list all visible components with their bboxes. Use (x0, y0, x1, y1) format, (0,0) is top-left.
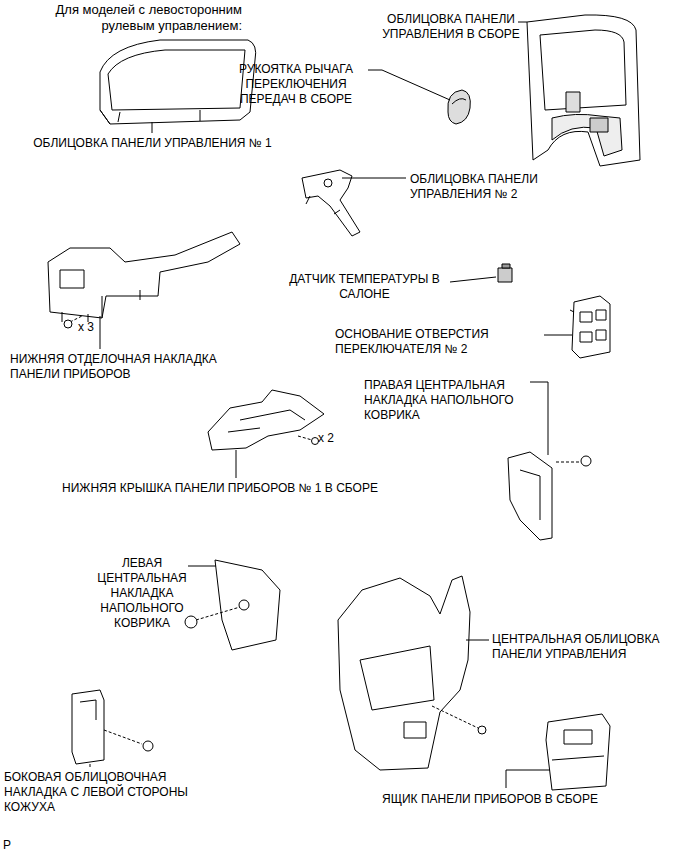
heading-note: Для моделей с левосторонним рулевым упра… (2, 2, 242, 34)
leader-line (466, 640, 489, 641)
callout-number: x 2 (318, 431, 348, 446)
part-name: ОБЛИЦОВКА ПАНЕЛИ УПРАВЛЕНИЯ № 2 (410, 172, 560, 202)
switch-base (570, 296, 610, 358)
leader-line (152, 122, 153, 133)
lower-finish-panel (48, 232, 240, 322)
part-name: ОБЛИЦОВКА ПАНЕЛИ УПРАВЛЕНИЯ № 1 (10, 136, 295, 151)
part-name: ЦЕНТРАЛЬНАЯ ОБЛИЦОВКА ПАНЕЛИ УПРАВЛЕНИЯ (492, 632, 672, 662)
leader-line (368, 70, 450, 100)
callout-number: P (3, 838, 23, 853)
leader-line (342, 178, 406, 179)
leader-line (90, 764, 91, 767)
part-name: НИЖНЯЯ КРЫШКА ПАНЕЛИ ПРИБОРОВ № 1 В СБОР… (40, 481, 400, 496)
leader-line (236, 450, 237, 478)
leader-line (506, 770, 550, 788)
leader-line (450, 277, 496, 282)
part-name: ЯЩИК ПАНЕЛИ ПРИБОРОВ В СБОРЕ (360, 792, 620, 807)
part-name: ПРАВАЯ ЦЕНТРАЛЬНАЯ НАКЛАДКА НАПОЛЬНОГО К… (364, 378, 529, 423)
lower-cover (208, 390, 324, 450)
panel-box (546, 714, 610, 790)
part-name: ОСНОВАНИЕ ОТВЕРСТИЯ ПЕРЕКЛЮЧАТЕЛЯ № 2 (335, 327, 515, 357)
leader-line (544, 335, 572, 336)
leader-line (100, 316, 101, 349)
leader-line (530, 382, 548, 455)
part-name: ЛЕВАЯ ЦЕНТРАЛЬНАЯ НАКЛАДКА НАПОЛЬНОГО КО… (92, 556, 192, 631)
part-name: НИЖНЯЯ ОТДЕЛОЧНАЯ НАКЛАДКА ПАНЕЛИ ПРИБОР… (10, 352, 250, 382)
shift-knob (448, 90, 471, 124)
panel-assembly (527, 15, 640, 166)
part-name: ОБЛИЦОВКА ПАНЕЛИ УПРАВЛЕНИЯ В СБОРЕ (376, 12, 526, 42)
part-name: ДАТЧИК ТЕМПЕРАТУРЫ В САЛОНЕ (282, 272, 447, 302)
leader-line (188, 566, 216, 567)
part-name: БОКОВАЯ ОБЛИЦОВОЧНАЯ НАКЛАДКА С ЛЕВОЙ СТ… (4, 770, 209, 815)
right-carpet-trim (508, 452, 591, 540)
leader-line (518, 22, 527, 23)
callout-number: x 3 (78, 320, 108, 335)
panel-1 (100, 40, 256, 124)
cowl-side-trim (72, 690, 153, 764)
left-carpet-trim (185, 560, 280, 650)
part-name: РУКОЯТКА РЫЧАГА ПЕРЕКЛЮЧЕНИЯ ПЕРЕДАЧ В С… (226, 62, 366, 107)
temperature-sensor (498, 264, 512, 282)
panel-2 (302, 170, 360, 236)
center-panel-trim (338, 576, 486, 770)
